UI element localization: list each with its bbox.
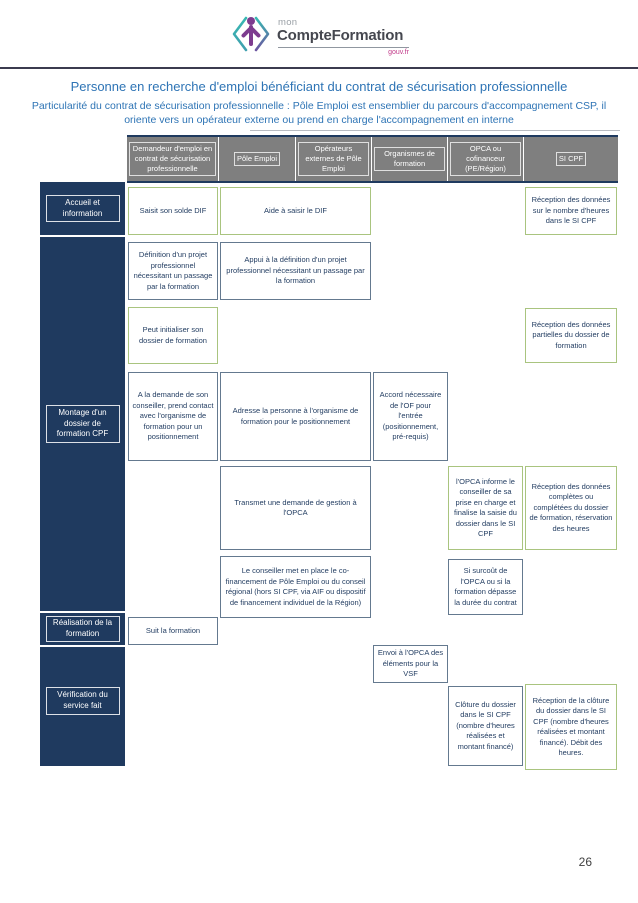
column-header-label: Pôle Emploi [233, 152, 281, 166]
process-cell: Si surcoût de l'OPCA ou si la formation … [448, 559, 523, 615]
process-cell: Définition d'un projet professionnel néc… [128, 242, 218, 300]
swimlane-sidebar: Accueil et information Montage d'un doss… [40, 182, 125, 766]
column-header-operateurs: Opérateurs externes de Pôle Emploi [296, 137, 372, 181]
process-cell: Réception des données complètes ou compl… [525, 466, 617, 550]
column-header-pole-emploi: Pôle Emploi [219, 137, 296, 181]
process-cell: Envoi à l'OPCA des éléments pour la VSF [373, 645, 448, 683]
process-cell: Réception des données partielles du doss… [525, 308, 617, 363]
column-header-si-cpf: SI CPF [524, 137, 618, 181]
column-header-label: Demandeur d'emploi en contrat de sécuris… [129, 142, 216, 176]
process-cell: Aide à saisir le DIF [220, 187, 371, 235]
process-cell: Peut initialiser son dossier de formatio… [128, 307, 218, 364]
column-header-demandeur: Demandeur d'emploi en contrat de sécuris… [127, 137, 219, 181]
process-cell: Transmet une demande de gestion à l'OPCA [220, 466, 371, 550]
page-number: 26 [578, 855, 592, 869]
page-title: Personne en recherche d'emploi bénéficia… [70, 79, 568, 94]
column-header-label: SI CPF [555, 152, 587, 166]
lane-verification: Vérification du service fait [40, 647, 125, 766]
column-header-label: OPCA ou cofinanceur (PE/Région) [450, 142, 521, 176]
process-cell: l'OPCA informe le conseiller de sa prise… [448, 466, 523, 550]
column-header-label: Opérateurs externes de Pôle Emploi [298, 142, 369, 176]
lane-realisation: Réalisation de la formation [40, 613, 125, 647]
process-cell: Réception de la clôture du dossier dans … [525, 684, 617, 770]
lane-label: Accueil et information [45, 194, 120, 223]
process-cell: A la demande de son conseiller, prend co… [128, 372, 218, 461]
header-divider [0, 67, 638, 69]
lane-montage: Montage d'un dossier de formation CPF [40, 237, 125, 613]
process-cell: Adresse la personne à l'organisme de for… [220, 372, 371, 461]
page-subtitle: Particularité du contrat de sécurisation… [31, 100, 607, 127]
subtitle-divider [250, 130, 620, 131]
process-cell: Saisit son solde DIF [128, 187, 218, 235]
process-cell: Accord nécessaire de l'OF pour l'entrée … [373, 372, 448, 461]
logo-underline [278, 47, 409, 48]
process-cell: Clôture du dossier dans le SI CPF (nombr… [448, 686, 523, 766]
column-header-label: Organismes de formation [374, 147, 445, 171]
lane-label: Vérification du service fait [45, 687, 120, 715]
table-header-row: Demandeur d'emploi en contrat de sécuris… [127, 135, 618, 183]
lane-label: Réalisation de la formation [45, 616, 120, 642]
column-header-opca: OPCA ou cofinanceur (PE/Région) [448, 137, 524, 181]
process-cell: Suit la formation [128, 617, 218, 645]
process-cell: Réception des données sur le nombre d'he… [525, 187, 617, 235]
process-cell: Appui à la définition d'un projet profes… [220, 242, 371, 300]
logo-text-gouv: gouv.fr [388, 49, 409, 56]
logo-text-brand: CompteFormation [277, 27, 404, 44]
lane-label: Montage d'un dossier de formation CPF [45, 404, 120, 444]
logo-text-mon: mon [278, 17, 298, 28]
column-header-organismes: Organismes de formation [372, 137, 448, 181]
compteformation-logo-icon [232, 16, 270, 52]
lane-accueil: Accueil et information [40, 182, 125, 237]
process-cell: Le conseiller met en place le co-finance… [220, 556, 371, 618]
